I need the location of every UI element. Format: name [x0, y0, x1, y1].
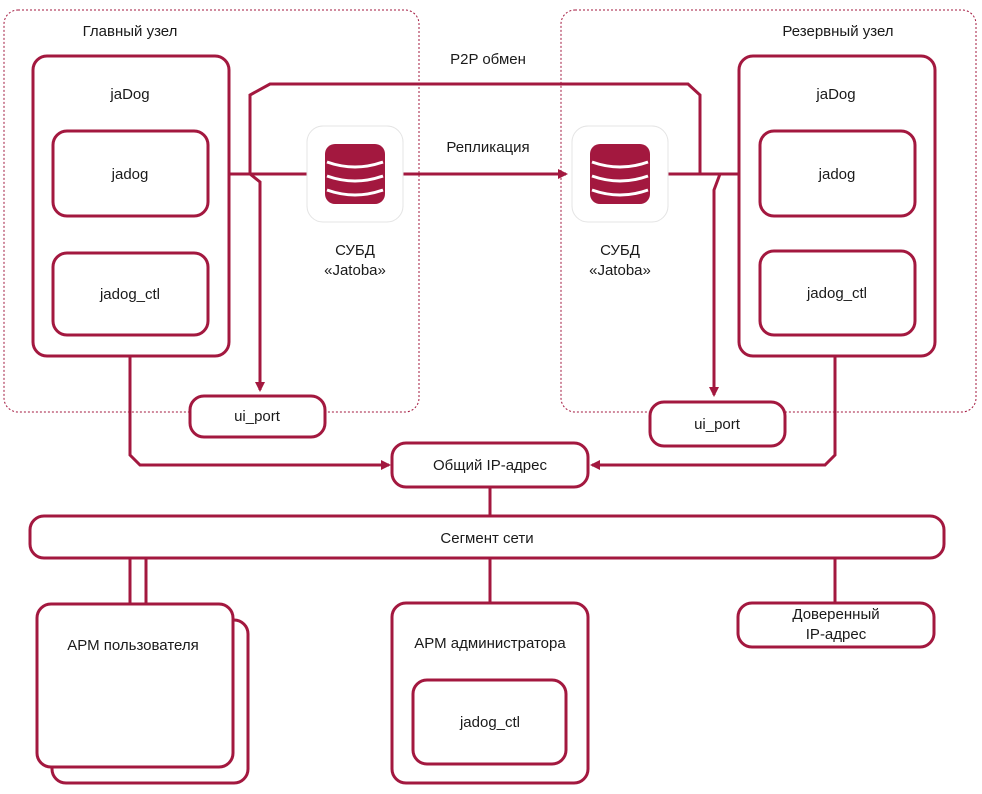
backup-jadog-process [758, 129, 917, 218]
backup-port-arrow [709, 173, 722, 397]
admin-workstation-label: АРМ администратора [414, 635, 566, 652]
main-process-label: jadog [111, 166, 149, 183]
network-segment-label: Сегмент сети [440, 530, 533, 547]
main-jadog-ctl [51, 251, 210, 337]
trusted-ip-line1: Доверенный [792, 606, 879, 623]
main-container-label: jaDog [109, 86, 149, 103]
backup-ctl-label: jadog_ctl [806, 285, 867, 302]
trusted-ip-line2: IP-адрес [806, 626, 867, 643]
main-node-title: Главный узел [83, 23, 178, 40]
main-port-arrow [249, 172, 265, 392]
shared-ip-label: Общий IP-адрес [433, 457, 547, 474]
backup-container-label: jaDog [815, 86, 855, 103]
backup-database-icon [570, 124, 670, 224]
p2p-connector [208, 82, 760, 176]
main-ctl-label: jadog_ctl [99, 286, 160, 303]
main-port-label: ui_port [234, 408, 281, 425]
p2p-label: P2P обмен [450, 51, 526, 68]
network-segment-bar [28, 514, 946, 560]
backup-jadog-ctl [758, 249, 917, 337]
shared-ip-box [390, 441, 590, 489]
admin-ctl-label: jadog_ctl [459, 714, 520, 731]
main-node-region [3, 9, 420, 413]
main-jadog-process [51, 129, 210, 218]
trusted-ip-box [736, 601, 936, 649]
replication-label: Репликация [446, 139, 529, 156]
backup-db-product: «Jatoba» [589, 262, 651, 279]
backup-node-region [560, 9, 977, 413]
user-workstation [35, 602, 235, 769]
admin-jadog-ctl [411, 678, 568, 766]
backup-process-label: jadog [818, 166, 856, 183]
backup-port-label: ui_port [694, 416, 741, 433]
backup-node-title: Резервный узел [782, 23, 893, 40]
backup-ui-port [648, 400, 787, 448]
main-db-name: СУБД [335, 242, 375, 259]
backup-shared-ip-arrow [590, 356, 837, 470]
backup-db-name: СУБД [600, 242, 640, 259]
main-database-icon [305, 124, 405, 224]
main-shared-ip-arrow [128, 356, 391, 470]
main-ui-port [188, 394, 327, 439]
main-db-product: «Jatoba» [324, 262, 386, 279]
user-workstation-label: АРМ пользователя [67, 637, 199, 654]
